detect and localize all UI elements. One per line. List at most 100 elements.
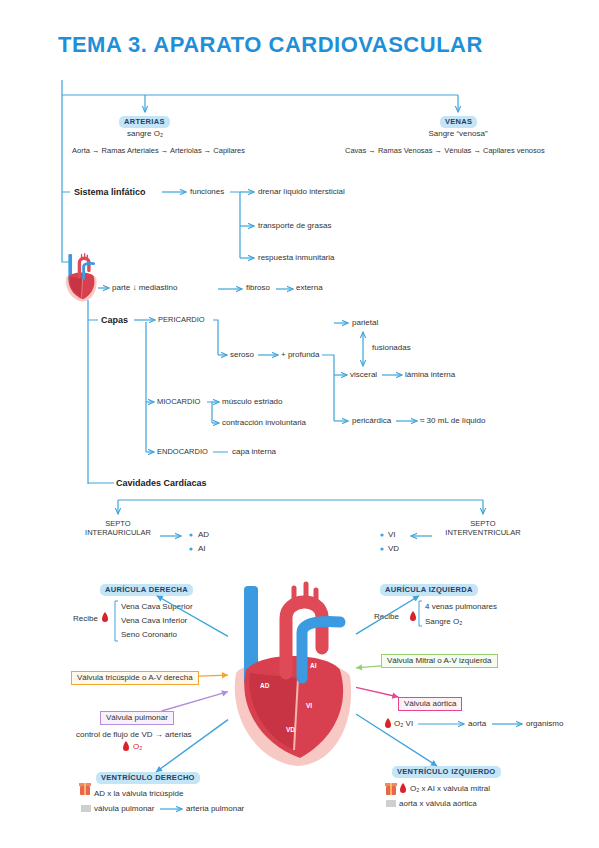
arrow: [144, 95, 145, 112]
arrow: [492, 723, 522, 724]
node-text: AURÍCULA DERECHA: [105, 585, 188, 594]
label-text: PERICARDIO: [158, 315, 205, 324]
branch-arrows: [98, 95, 522, 809]
arrow: [240, 191, 254, 192]
node-text: VI: [306, 702, 312, 709]
arrow: [212, 401, 219, 402]
label-text: Aorta → Ramas Arteriales → Arteriolas → …: [72, 146, 245, 155]
node-text: AURÍCULA IZQUIERDA: [385, 585, 473, 594]
arrow: [98, 287, 109, 288]
node-text: AD: [260, 682, 269, 689]
label-text: funciones: [190, 187, 224, 197]
heart-illustration: [228, 578, 356, 768]
label-text: músculo estriado: [222, 397, 282, 407]
arrow: [334, 420, 348, 421]
arrow: [334, 374, 347, 375]
bullet: [189, 547, 192, 550]
node-text: Válvula pulmonar: [106, 713, 168, 722]
node-text: VENTRÍCULO DERECHO: [101, 773, 195, 782]
arrow: [218, 354, 227, 355]
label-text: pericárdica: [352, 416, 391, 426]
valve-box: Válvula Mitral o A-V izquierda: [381, 654, 498, 668]
label-text: Cavidades Cardíacas: [116, 478, 207, 489]
highlight-heading: AURÍCULA DERECHA: [100, 584, 193, 596]
node-text: Válvula tricúspide o A-V derecha: [77, 673, 193, 682]
node-text: VENAS: [445, 117, 472, 126]
label-text: Sangre “venosa”: [418, 129, 498, 139]
node-text: Válvula aórtica: [404, 699, 456, 708]
label-text: contracción involuntaria: [222, 418, 306, 428]
connector-line: [356, 687, 398, 697]
label-text: organismo: [526, 719, 563, 729]
blood-drop: [410, 611, 416, 621]
label-text: Recibe: [73, 614, 98, 624]
label-text: Seno Coronario: [121, 630, 177, 640]
label-text: aorta: [468, 719, 486, 729]
label-text: O₂ x AI x válvula mitral: [410, 784, 490, 794]
label-text: AD: [198, 530, 209, 540]
arrow: [146, 401, 154, 402]
arrow: [276, 288, 293, 289]
label-text: Recibe: [374, 612, 399, 622]
connector-line: [356, 714, 437, 766]
arrow: [396, 420, 417, 421]
label-text: O₂: [133, 742, 142, 752]
heart-icon: [66, 254, 97, 302]
valve-box: Válvula tricúspide o A-V derecha: [71, 671, 199, 685]
heart-drawing: [235, 584, 351, 766]
label-text: SEPTO INTERVENTRICULAR: [433, 519, 533, 538]
connector: [162, 690, 228, 711]
blood-drop: [385, 718, 391, 728]
bullet: [189, 533, 192, 536]
connector: [356, 714, 437, 766]
blood-drop: [400, 783, 406, 793]
arrow: [334, 322, 348, 323]
arrow: [160, 808, 182, 809]
bullet: [380, 533, 383, 536]
highlight-heading: VENTRÍCULO IZQUIERDO: [392, 766, 501, 778]
highlight-heading: VENTRÍCULO DERECHO: [96, 772, 200, 784]
label-text: MIOCARDIO: [157, 397, 200, 406]
gift-ribbon: [84, 783, 86, 795]
label-text: externa: [296, 283, 323, 293]
arrow: [411, 535, 432, 536]
highlight-heading: VENAS: [440, 116, 477, 128]
label-text: VD: [388, 544, 399, 554]
arrow: [162, 191, 186, 192]
arrow: [160, 535, 181, 536]
label-text: Capas: [101, 315, 128, 326]
arrow: [457, 95, 458, 112]
arrow: [212, 422, 219, 423]
connector: [356, 596, 419, 634]
label-text: respuesta inmunitaria: [258, 253, 334, 263]
highlight-heading: AURÍCULA IZQUIERDA: [380, 584, 478, 596]
arrow: [258, 354, 278, 355]
label-text: transporte de grasas: [258, 221, 331, 231]
branch-lines: [62, 80, 483, 500]
label-text: VI: [388, 530, 396, 540]
blood-drop: [102, 612, 108, 622]
label-text: 4 venas pulmonares: [425, 602, 497, 612]
node-text: ARTERIAS: [124, 117, 165, 126]
connector-line: [156, 720, 228, 772]
label-text: visceral: [350, 370, 377, 380]
bullets: [189, 533, 383, 550]
heart-node: AIADVIVD: [228, 578, 356, 768]
arrow: [382, 374, 402, 375]
arrow: [240, 257, 254, 258]
label-text: O₂ VI: [394, 719, 413, 729]
label-text: ENDOCARDIO: [157, 447, 208, 456]
connector-arrowhead: [157, 596, 164, 602]
gift-icon: [385, 783, 397, 795]
arrow: [218, 288, 242, 289]
gift-icon: [79, 783, 91, 795]
arrow: [146, 451, 154, 452]
connector-line: [356, 596, 419, 634]
label-text: Vena Cava Inferior: [121, 616, 187, 626]
connector-arrowhead: [356, 664, 362, 670]
label-text: drenar líquido intersticial: [258, 187, 345, 197]
label-text: sangre O₂: [117, 129, 173, 139]
label-text: seroso: [230, 350, 254, 360]
connector: [156, 720, 228, 772]
connector-arrowhead: [221, 690, 228, 696]
